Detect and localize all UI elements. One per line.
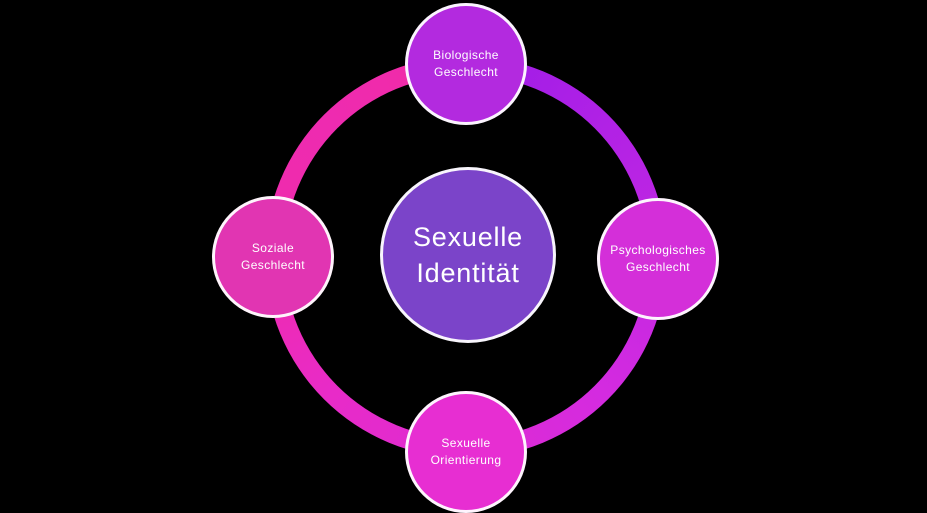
node-label-line: Orientierung (430, 453, 502, 467)
node-sexuelle-orientierung: Sexuelle Orientierung (405, 391, 527, 513)
node-biologische-geschlecht: Biologische Geschlecht (405, 3, 527, 125)
center-node-sexuelle-identitaet: Sexuelle Identität (380, 167, 556, 343)
node-label-line: Biologische (433, 47, 499, 62)
node-label-line: Soziale (251, 240, 295, 255)
node-psychologisches-geschlecht: Psychologisches Geschlecht (597, 198, 719, 320)
node-label-line: Geschlecht (625, 260, 691, 274)
node-soziale-geschlecht: Soziale Geschlecht (212, 196, 334, 318)
center-label-line: Identität (416, 258, 520, 288)
node-label-line: Geschlecht (433, 65, 499, 79)
node-label-line: Geschlecht (240, 258, 306, 272)
node-label-line: Psychologisches (610, 242, 706, 257)
center-label-line: Sexuelle (413, 221, 523, 252)
node-label-line: Sexuelle (441, 435, 491, 450)
